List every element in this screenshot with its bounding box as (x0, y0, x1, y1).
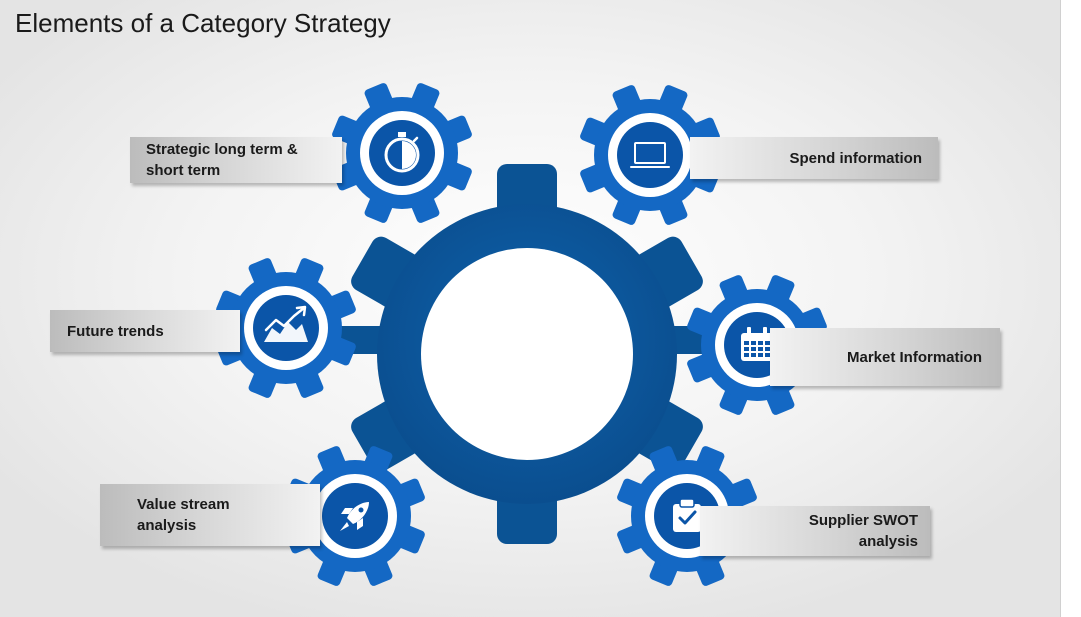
gear-spend (580, 85, 720, 225)
gear-value (285, 446, 425, 586)
label-value: Value stream analysis (100, 484, 320, 546)
rocket-icon (340, 502, 369, 531)
label-market-text: Market Information (846, 348, 982, 366)
slide-title: Elements of a Category Strategy (15, 8, 391, 38)
label-spend: Spend information (690, 137, 938, 179)
laptop-icon (630, 142, 670, 168)
gear-future (216, 258, 356, 398)
label-strategic: Strategic long term & short term (130, 137, 342, 183)
clipboard-check-icon (673, 498, 701, 532)
label-future: Future trends (50, 310, 240, 352)
label-market: Market Information (770, 328, 1000, 386)
label-swot: Supplier SWOT analysis (700, 506, 930, 556)
label-spend-text: Spend information (789, 149, 923, 167)
label-strategic-text: Strategic long term & short term (146, 141, 298, 179)
label-future-text: Future trends (67, 322, 164, 340)
gear-strategic (332, 83, 472, 223)
label-swot-text: Supplier SWOT analysis (808, 512, 918, 550)
trend-chart-icon (264, 305, 308, 342)
stopwatch-icon (384, 132, 420, 173)
scroll-strip (1060, 0, 1081, 617)
center-gear (351, 164, 703, 544)
label-value-text: Value stream analysis (137, 496, 230, 534)
calendar-icon (741, 327, 773, 361)
